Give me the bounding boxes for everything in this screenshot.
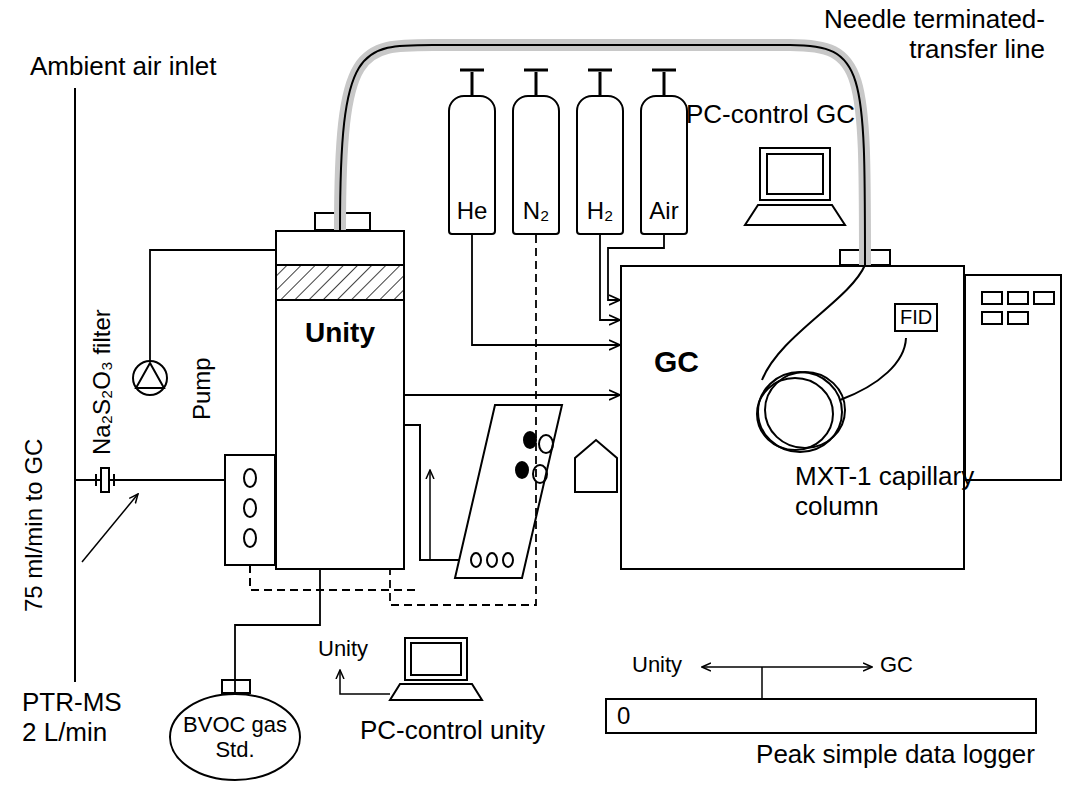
laptop-base <box>745 205 845 225</box>
node-label: BVOC gas Std. <box>180 712 290 763</box>
node-label: N₂ <box>523 197 550 225</box>
gas-line <box>608 235 664 300</box>
laptop-screen <box>411 643 461 675</box>
laptop-screen <box>405 638 467 680</box>
gas-cylinder: Air <box>640 95 688 235</box>
annotation-label: Unity <box>318 636 368 661</box>
column-inlet <box>762 265 865 380</box>
cylinder-valve <box>460 70 676 95</box>
unity-inlet-box <box>225 455 275 565</box>
valve-port <box>503 553 513 567</box>
annotation-label: Ambient air inlet <box>30 52 216 82</box>
gc-panel <box>965 275 1061 480</box>
annotation-label: 75 ml/min to GC <box>20 439 48 612</box>
unity-box: Unity <box>275 230 405 570</box>
sample-line <box>75 479 225 481</box>
gas-cylinder: He <box>448 95 496 235</box>
pump-icon <box>132 360 172 400</box>
port <box>244 529 256 547</box>
laptop-screen <box>767 154 823 194</box>
annotation-label: Unity <box>632 652 682 677</box>
panel-button <box>1008 312 1028 324</box>
filter-symbol <box>101 468 109 492</box>
gas-line <box>390 235 536 605</box>
node-label: He <box>457 197 488 225</box>
node-label: Pump <box>188 357 216 420</box>
switching-valve <box>455 405 562 578</box>
gas-line <box>150 250 275 360</box>
flow-pointer <box>82 494 138 562</box>
filter-symbol <box>96 474 114 486</box>
node-label: 0 <box>617 702 1035 730</box>
annotation-label: MXT-1 capillary column <box>795 462 1025 522</box>
laptop-base <box>390 684 482 700</box>
annotation-label: PC-control GC <box>675 100 855 130</box>
annotation-label: PTR-MS 2 L/min <box>22 688 142 748</box>
oven-vent <box>575 440 617 492</box>
panel-button <box>1034 292 1054 304</box>
port <box>244 499 256 517</box>
valve-port <box>516 462 528 478</box>
data-logger: 0Peak simple data logger <box>605 698 1037 734</box>
gas-cylinder: N₂ <box>512 95 560 235</box>
control-arrow <box>340 670 390 694</box>
valve-port <box>539 435 553 453</box>
annotation-label: GC <box>880 652 913 677</box>
valve-port <box>487 553 497 567</box>
gas-line <box>235 570 320 692</box>
node-label: FID <box>900 306 932 329</box>
standard-cylinder: BVOC gas Std. <box>168 692 302 782</box>
gas-line <box>472 235 620 345</box>
node-label: GC <box>654 345 699 380</box>
capillary-coil <box>757 378 833 450</box>
fid-detector: FID <box>894 303 938 332</box>
node-label: H₂ <box>587 197 614 225</box>
standard-valve <box>222 680 250 693</box>
port <box>244 469 256 487</box>
panel-button <box>982 292 1002 304</box>
logger-arrow <box>702 666 872 668</box>
panel-button <box>982 312 1002 324</box>
valve-port <box>471 553 481 567</box>
laptop-screen <box>760 148 830 200</box>
valve-flow <box>429 470 431 560</box>
gc-box: GC FID <box>620 265 965 570</box>
panel-button <box>1008 292 1028 304</box>
gas-line <box>405 395 620 396</box>
transfer-line <box>340 45 865 265</box>
node-heading: Peak simple data logger <box>756 740 1035 770</box>
valve-line <box>405 425 470 560</box>
gas-cylinder: H₂ <box>576 95 624 235</box>
air-inlet-line <box>74 88 76 682</box>
node-label: Unity <box>277 317 403 349</box>
annotation-label: Na₂S₂O₃ filter <box>88 309 116 455</box>
unity-hatch <box>277 265 403 300</box>
node-label: Air <box>649 197 678 225</box>
annotation-label: Needle terminated- transfer line <box>775 4 1045 64</box>
valve-port <box>524 432 536 448</box>
column-outlet <box>840 338 906 400</box>
annotation-label: PC-control unity <box>360 716 545 746</box>
unity-band <box>275 265 405 300</box>
logger-tick <box>761 667 763 698</box>
pump-symbol: Pump <box>132 360 222 410</box>
